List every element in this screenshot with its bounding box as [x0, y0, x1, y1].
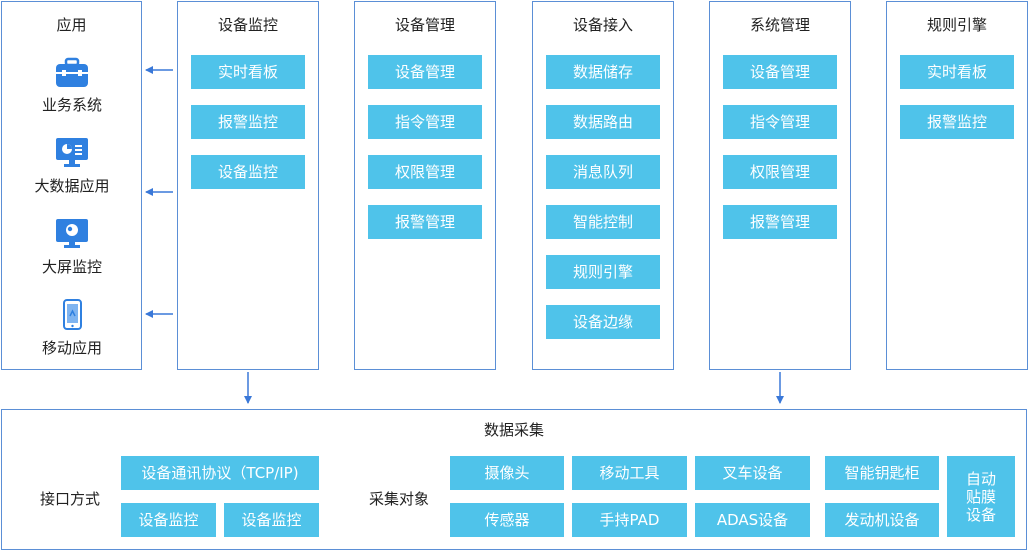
app-label-mobile: 移动应用 — [41, 339, 102, 357]
column-device-access: 设备接入 数据储存 数据路由 消息队列 智能控制 规则引擎 设备边缘 — [532, 1, 674, 370]
apps-title: 应用 — [56, 16, 87, 34]
screen-monitor-icon — [56, 219, 88, 248]
chip-device-monitoring: 设备监控 — [191, 155, 305, 189]
chart-monitor-icon — [56, 138, 88, 167]
chip-adas-device: ADAS设备 — [695, 503, 810, 537]
column-device-monitoring: 设备监控 实时看板 报警监控 设备监控 — [177, 1, 319, 370]
chip-alarm-management: 报警管理 — [723, 205, 837, 239]
chip-engine-device: 发动机设备 — [825, 503, 939, 537]
app-label-business: 业务系统 — [41, 96, 102, 114]
interface-label: 接口方式 — [40, 490, 101, 508]
column-title: 规则引擎 — [926, 16, 987, 34]
chip-permission-management: 权限管理 — [368, 155, 482, 189]
chip-realtime-dashboard: 实时看板 — [900, 55, 1014, 89]
app-label-bigdata: 大数据应用 — [34, 177, 110, 195]
column-device-management: 设备管理 设备管理 指令管理 权限管理 报警管理 — [354, 1, 496, 370]
chip-data-routing: 数据路由 — [546, 105, 660, 139]
chip-smart-key-cabinet: 智能钥匙柜 — [825, 456, 939, 490]
chip-alarm-management: 报警管理 — [368, 205, 482, 239]
chip-camera: 摄像头 — [450, 456, 564, 490]
data-collection-panel: 数据采集 接口方式 设备通讯协议（TCP/IP) 设备监控 设备监控 采集对象 … — [1, 409, 1027, 550]
chip-data-storage: 数据储存 — [546, 55, 660, 89]
column-title: 系统管理 — [749, 16, 810, 34]
column-system-management: 系统管理 设备管理 指令管理 权限管理 报警管理 — [709, 1, 851, 370]
chip-alarm-monitoring: 报警监控 — [900, 105, 1014, 139]
chip-device-management: 设备管理 — [723, 55, 837, 89]
mobile-phone-icon — [63, 299, 82, 330]
chip-communication-protocol: 设备通讯协议（TCP/IP) — [121, 456, 319, 490]
chip-command-management: 指令管理 — [723, 105, 837, 139]
object-label: 采集对象 — [369, 490, 430, 508]
chip-rule-engine: 规则引擎 — [546, 255, 660, 289]
toolbox-icon — [56, 57, 88, 87]
chip-mobile-tool: 移动工具 — [572, 456, 687, 490]
chip-device-monitoring-a: 设备监控 — [121, 503, 216, 537]
chip-alarm-monitoring: 报警监控 — [191, 105, 305, 139]
chip-realtime-dashboard: 实时看板 — [191, 55, 305, 89]
chip-forklift: 叉车设备 — [695, 456, 810, 490]
chip-auto-film-device: 自动 贴膜 设备 — [947, 456, 1015, 537]
chip-device-management: 设备管理 — [368, 55, 482, 89]
column-rule-engine: 规则引擎 实时看板 报警监控 — [886, 1, 1028, 370]
chip-line: 贴膜 — [965, 487, 996, 506]
chip-device-monitoring-b: 设备监控 — [224, 503, 319, 537]
column-title: 设备接入 — [572, 16, 633, 34]
chip-smart-control: 智能控制 — [546, 205, 660, 239]
chip-command-management: 指令管理 — [368, 105, 482, 139]
chip-line: 设备 — [965, 505, 996, 524]
chip-message-queue: 消息队列 — [546, 155, 660, 189]
chip-permission-management: 权限管理 — [723, 155, 837, 189]
chip-line: 自动 — [965, 469, 996, 488]
apps-panel: 应用 业务系统 大数据应用 大屏监控 移动应用 — [1, 1, 142, 370]
chip-sensor: 传感器 — [450, 503, 564, 537]
chip-device-edge: 设备边缘 — [546, 305, 660, 339]
chip-handheld-pad: 手持PAD — [572, 503, 687, 537]
app-label-bigscreen: 大屏监控 — [41, 258, 102, 276]
data-collection-title: 数据采集 — [483, 421, 544, 439]
column-title: 设备管理 — [394, 16, 455, 34]
column-title: 设备监控 — [217, 16, 278, 34]
